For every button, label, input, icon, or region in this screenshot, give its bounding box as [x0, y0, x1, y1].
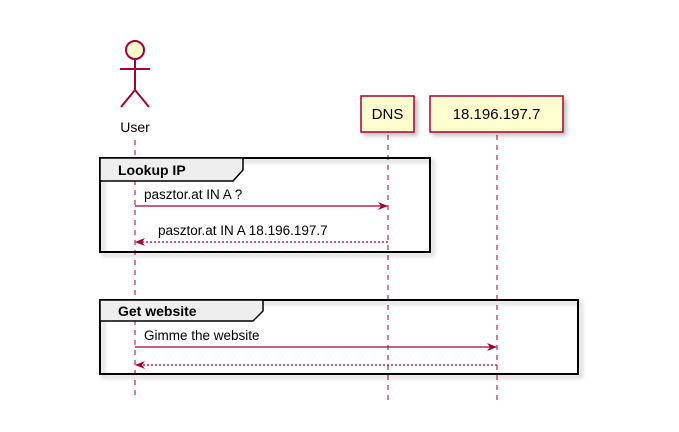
dns-participant: DNS: [360, 95, 415, 133]
dns-participant-label: DNS: [372, 106, 404, 123]
stick-figure-icon: [120, 40, 150, 108]
http-request-message: Gimme the website: [135, 328, 497, 351]
server-participant: 18.196.197.7: [429, 95, 564, 133]
server-participant-label: 18.196.197.7: [453, 106, 541, 123]
dns-reply-message: pasztor.at IN A 18.196.197.7: [135, 223, 388, 246]
get-website-frame-tab: [99, 299, 264, 322]
dns-query-label: pasztor.at IN A ?: [144, 187, 242, 202]
dns-reply-label: pasztor.at IN A 18.196.197.7: [158, 223, 328, 238]
dns-query-message: pasztor.at IN A ?: [135, 187, 388, 210]
lookup-ip-frame: Lookup IP: [99, 157, 431, 253]
get-website-frame-title: Get website: [118, 303, 197, 319]
user-actor-label: User: [120, 119, 150, 135]
http-request-label: Gimme the website: [144, 328, 260, 343]
lookup-ip-frame-tab: [99, 157, 244, 182]
get-website-frame: Get website: [99, 299, 579, 375]
lookup-ip-frame-title: Lookup IP: [118, 162, 186, 178]
